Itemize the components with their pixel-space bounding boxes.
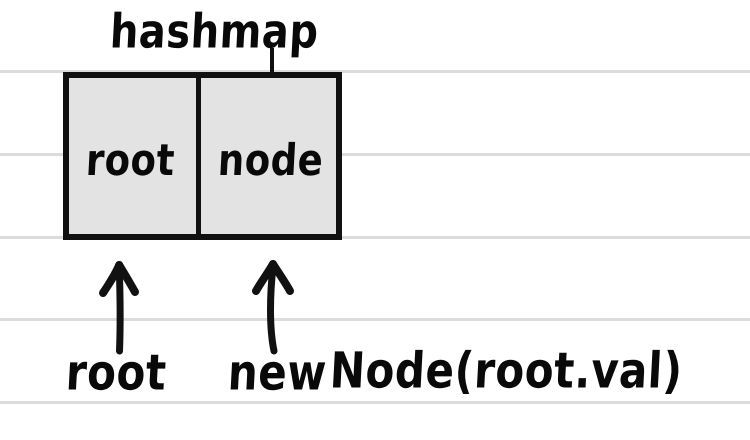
hashmap-cell-node: node: [201, 78, 336, 234]
caption-new: new: [226, 343, 329, 402]
hashmap-cell-root-label: root: [84, 134, 177, 186]
hashmap-cell-node-label: node: [216, 134, 325, 186]
rule-line-3: [0, 236, 750, 239]
caption-node-constructor: Node(root.val): [328, 341, 685, 400]
title-descender-stroke: [270, 48, 274, 74]
caption-root: root: [64, 343, 169, 402]
rule-line-2: [0, 153, 750, 156]
rule-line-4: [0, 318, 750, 321]
arrow-up-icon-root: [99, 261, 139, 355]
hashmap-table: root node: [63, 72, 342, 240]
rule-line-1: [0, 70, 750, 73]
rule-line-5: [0, 401, 750, 404]
diagram-title: hashmap: [108, 4, 320, 60]
hashmap-cell-root: root: [69, 78, 202, 234]
arrow-up-icon-node: [252, 260, 294, 355]
